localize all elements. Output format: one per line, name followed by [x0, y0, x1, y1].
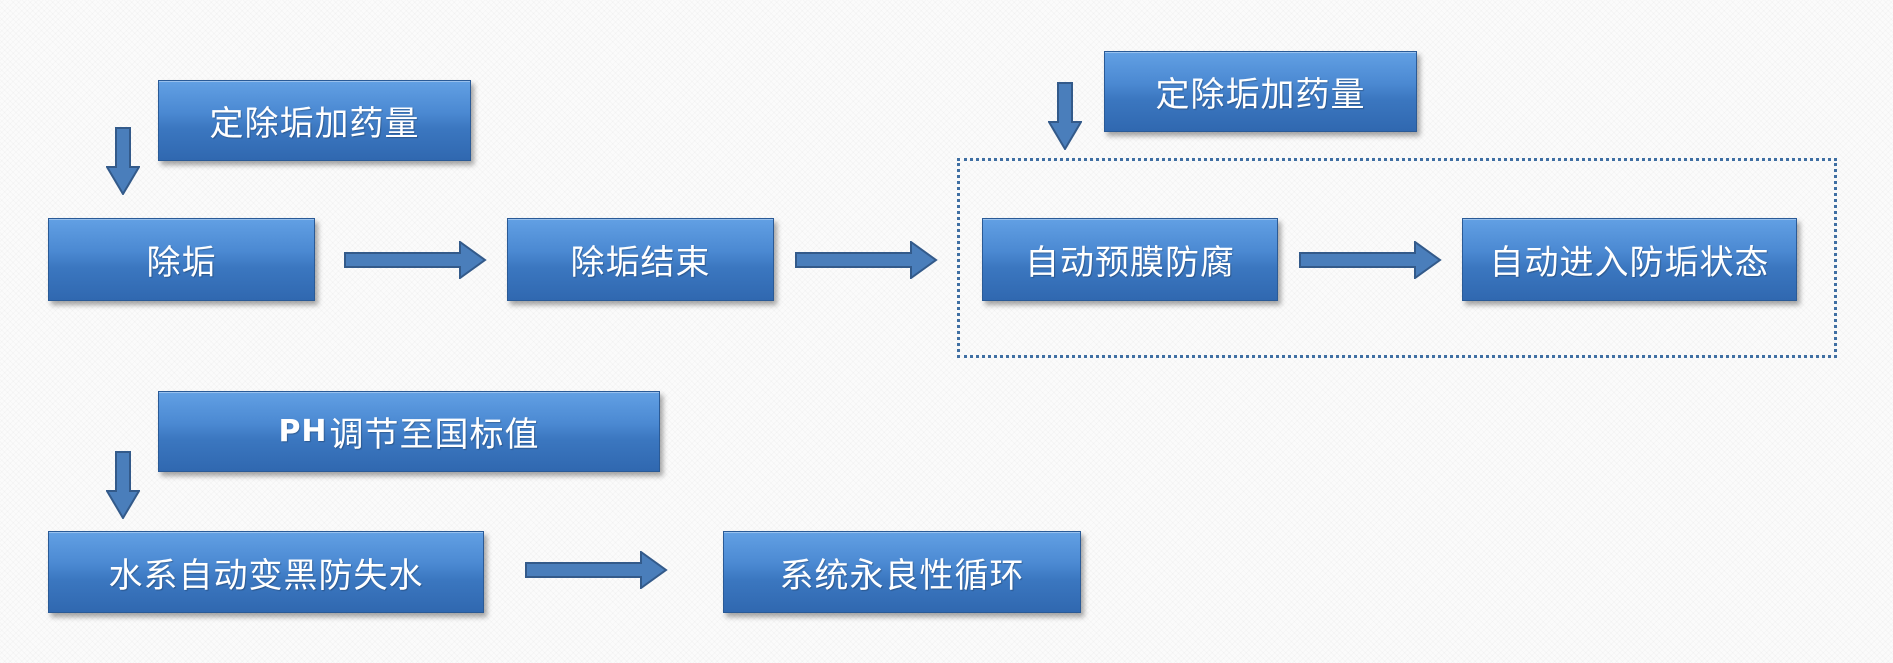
right-arrow-icon	[525, 551, 668, 589]
right-arrow-icon	[344, 241, 487, 279]
prefilm-group-frame	[957, 158, 1837, 358]
down-arrow-icon	[106, 451, 140, 519]
dose-label: 定除垢加药量	[1155, 75, 1366, 115]
right-arrow-icon	[1299, 241, 1442, 279]
auto-antiscale-box: 自动进入防垢状态	[1462, 218, 1797, 301]
down-arrow-icon	[1048, 82, 1082, 150]
dose-box-top-left: 定除垢加药量	[158, 80, 471, 161]
down-arrow-icon	[106, 127, 140, 195]
benign-cycle-box: 系统永良性循环	[723, 531, 1081, 613]
benign-cycle-label: 系统永良性循环	[779, 555, 1025, 596]
descale-end-label: 除垢结束	[570, 243, 711, 283]
descale-box: 除垢	[48, 218, 315, 301]
water-black-box: 水系自动变黑防失水	[48, 531, 484, 613]
dose-label: 定除垢加药量	[209, 104, 420, 144]
water-black-label: 水系自动变黑防失水	[108, 555, 424, 596]
descale-label: 除垢	[146, 243, 217, 283]
right-arrow-icon	[795, 241, 938, 279]
descale-end-box: 除垢结束	[507, 218, 774, 301]
auto-antiscale-label: 自动进入防垢状态	[1489, 243, 1770, 283]
auto-prefilm-label: 自动预膜防腐	[1025, 243, 1235, 283]
dose-box-top-right: 定除垢加药量	[1104, 51, 1417, 132]
auto-prefilm-box: 自动预膜防腐	[982, 218, 1278, 301]
ph-prefix-label: PH	[278, 414, 328, 449]
ph-text-label: 调节至国标值	[329, 415, 540, 455]
